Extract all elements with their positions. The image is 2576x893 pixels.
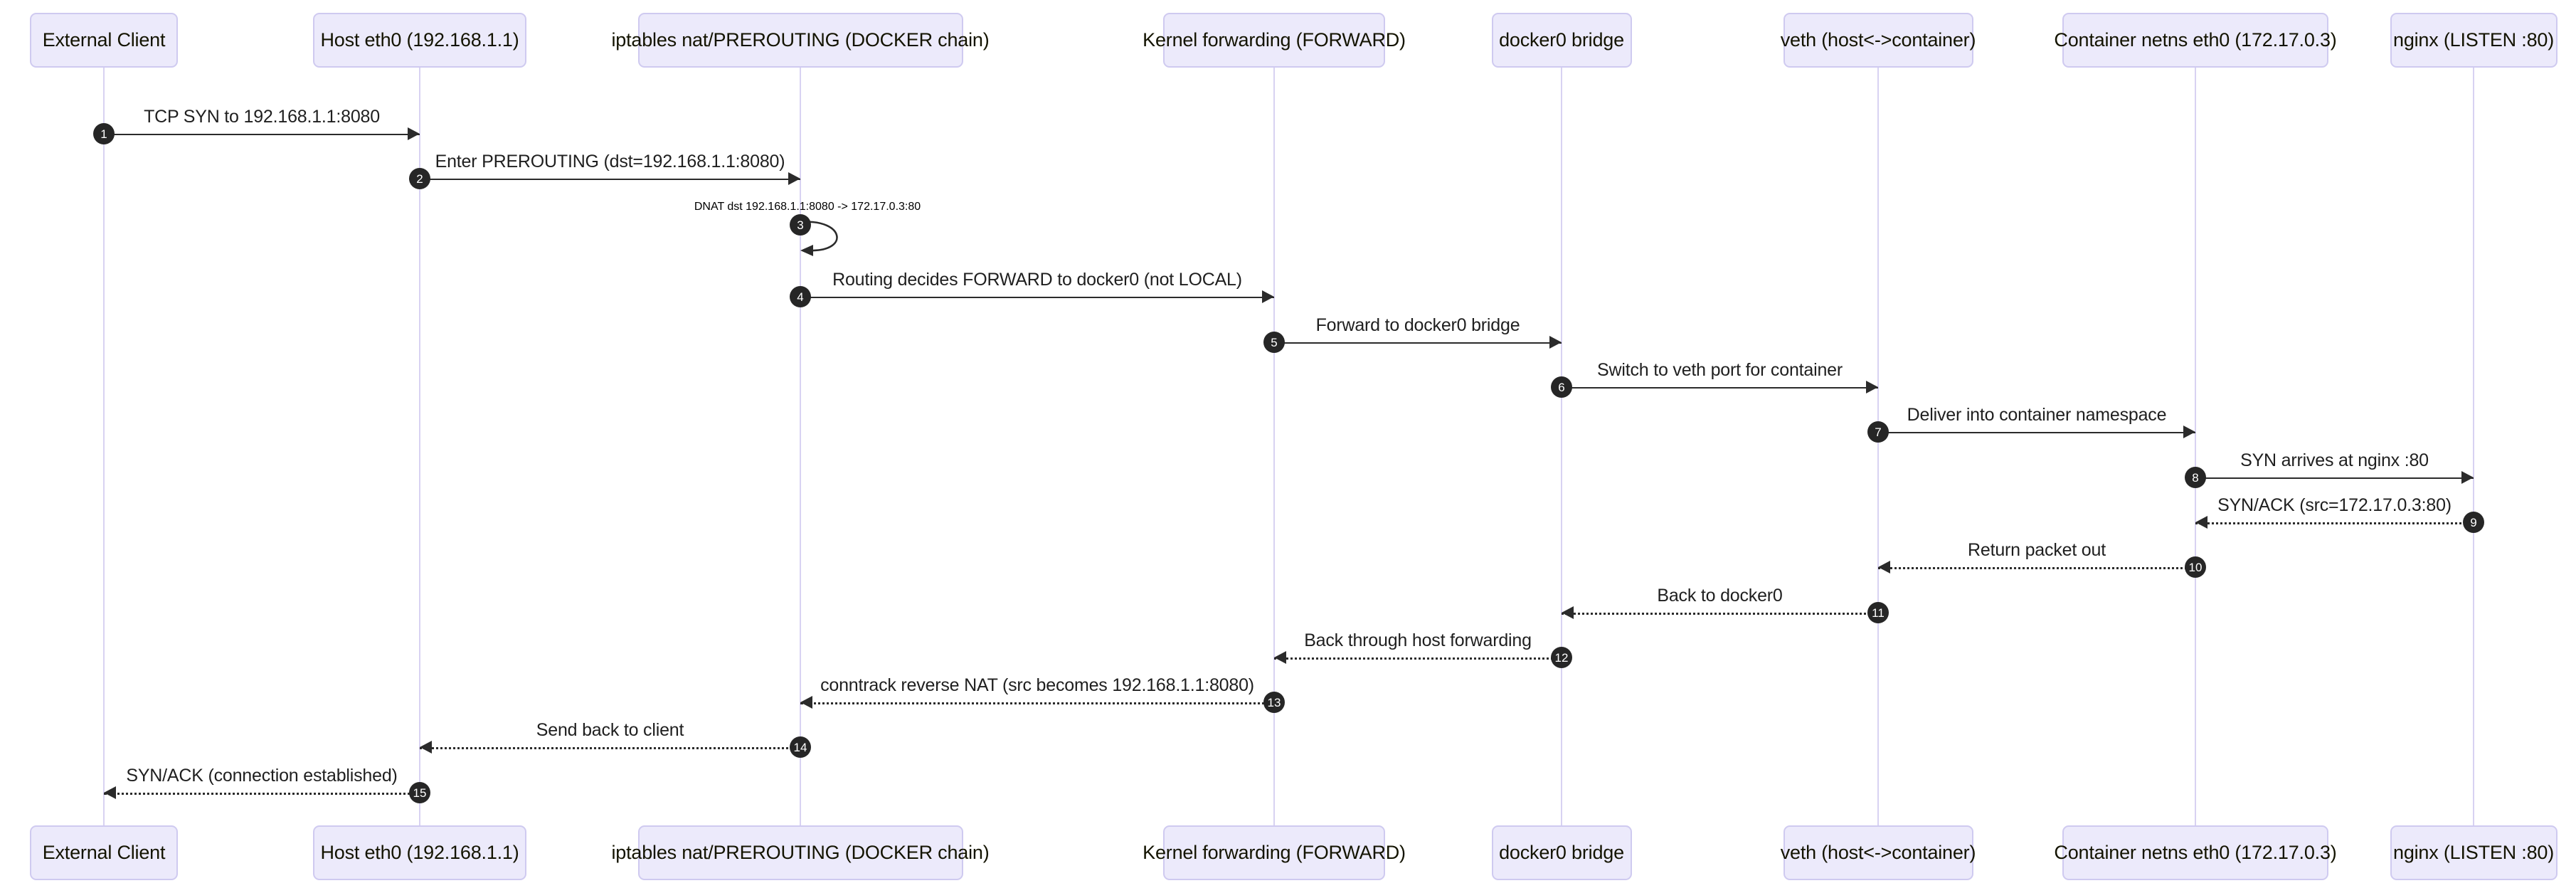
message-11-label: Back to docker0 <box>1657 586 1783 606</box>
arrow-line <box>104 793 420 795</box>
lifeline-client <box>102 68 105 825</box>
arrow-line <box>2195 522 2474 524</box>
arrow-line <box>104 134 420 135</box>
participant-box-bottom-docker0[interactable]: docker0 bridge <box>1491 825 1632 880</box>
participant-label: iptables nat/PREROUTING (DOCKER chain) <box>611 842 990 863</box>
arrow-line <box>800 297 1274 298</box>
lifeline-nginx <box>2472 68 2475 825</box>
arrow-line <box>420 747 800 749</box>
participant-label: Host eth0 (192.168.1.1) <box>320 842 519 863</box>
arrow-head <box>2183 425 2195 438</box>
participant-label: nginx (LISTEN :80) <box>2393 29 2554 51</box>
arrow-head <box>800 695 812 709</box>
sequence-number-5: 5 <box>1263 332 1285 353</box>
arrow-head <box>2195 515 2207 529</box>
participant-box-bottom-forward[interactable]: Kernel forwarding (FORWARD) <box>1143 825 1406 880</box>
participant-label: Kernel forwarding (FORWARD) <box>1143 842 1406 863</box>
arrow-head <box>1262 290 1274 303</box>
arrow-head <box>788 171 800 185</box>
participant-box-top-netns[interactable]: Container netns eth0 (172.17.0.3) <box>2054 13 2337 68</box>
participant-box-bottom-client[interactable]: External Client <box>30 825 178 880</box>
sequence-number-12: 12 <box>1551 647 1572 668</box>
sequence-number-11: 11 <box>1867 602 1889 623</box>
participant-label: iptables nat/PREROUTING (DOCKER chain) <box>611 29 990 51</box>
lifeline-veth <box>1877 68 1880 825</box>
arrow-head <box>420 740 432 754</box>
lifeline-netns <box>2194 68 2197 825</box>
arrow-head <box>1549 335 1562 349</box>
sequence-number-1: 1 <box>93 123 115 144</box>
participant-box-top-docker0[interactable]: docker0 bridge <box>1491 13 1632 68</box>
arrow-line <box>1562 613 1878 615</box>
arrow-line <box>1274 342 1562 344</box>
participant-box-top-iptables[interactable]: iptables nat/PREROUTING (DOCKER chain) <box>611 13 990 68</box>
message-5-label: Forward to docker0 bridge <box>1315 315 1520 335</box>
lifeline-forward <box>1273 68 1276 825</box>
arrow-head <box>2461 470 2474 484</box>
message-7-label: Deliver into container namespace <box>1907 405 2167 425</box>
participant-label: Container netns eth0 (172.17.0.3) <box>2054 842 2337 863</box>
message-4-label: Routing decides FORWARD to docker0 (not … <box>832 270 1242 290</box>
participant-box-bottom-netns[interactable]: Container netns eth0 (172.17.0.3) <box>2054 825 2337 880</box>
message-14-label: Send back to client <box>536 720 684 740</box>
sequence-number-7: 7 <box>1867 421 1889 443</box>
arrow-head <box>1562 606 1574 619</box>
sequence-number-13: 13 <box>1263 692 1285 713</box>
sequence-number-10: 10 <box>2185 556 2206 578</box>
message-6-label: Switch to veth port for container <box>1597 360 1843 380</box>
participant-label: docker0 bridge <box>1499 29 1624 51</box>
participant-label: Kernel forwarding (FORWARD) <box>1143 29 1406 51</box>
arrow-head <box>104 786 116 799</box>
participant-box-bottom-veth[interactable]: veth (host<->container) <box>1780 825 1976 880</box>
participant-label: External Client <box>42 842 166 863</box>
message-13-label: conntrack reverse NAT (src becomes 192.1… <box>820 675 1254 695</box>
participant-box-top-forward[interactable]: Kernel forwarding (FORWARD) <box>1143 13 1406 68</box>
arrow-line <box>1274 657 1562 660</box>
arrow-line <box>800 702 1274 704</box>
arrow-head <box>1274 650 1286 664</box>
arrow-line <box>1562 387 1878 389</box>
participant-label: veth (host<->container) <box>1780 29 1976 51</box>
participant-box-bottom-iptables[interactable]: iptables nat/PREROUTING (DOCKER chain) <box>611 825 990 880</box>
message-15-label: SYN/ACK (connection established) <box>126 766 398 786</box>
arrow-head <box>1866 380 1878 393</box>
participant-box-bottom-hosteth0[interactable]: Host eth0 (192.168.1.1) <box>313 825 526 880</box>
arrow-line <box>1878 432 2195 433</box>
participant-box-top-client[interactable]: External Client <box>30 13 178 68</box>
participant-label: veth (host<->container) <box>1780 842 1976 863</box>
message-3-label: DNAT dst 192.168.1.1:8080 -> 172.17.0.3:… <box>694 201 921 213</box>
participant-label: External Client <box>42 29 166 51</box>
message-2-label: Enter PREROUTING (dst=192.168.1.1:8080) <box>435 152 785 171</box>
sequence-number-6: 6 <box>1551 376 1572 398</box>
participant-label: nginx (LISTEN :80) <box>2393 842 2554 863</box>
message-1-label: TCP SYN to 192.168.1.1:8080 <box>144 107 380 127</box>
message-10-label: Return packet out <box>1968 540 2106 560</box>
arrow-line <box>1878 567 2195 569</box>
lifeline-hosteth0 <box>418 68 421 825</box>
arrow-line <box>2195 477 2474 479</box>
message-8-label: SYN arrives at nginx :80 <box>2240 450 2429 470</box>
sequence-number-14: 14 <box>790 736 811 758</box>
participant-box-top-nginx[interactable]: nginx (LISTEN :80) <box>2390 13 2558 68</box>
sequence-number-4: 4 <box>790 286 811 307</box>
lifeline-docker0 <box>1560 68 1563 825</box>
sequence-number-9: 9 <box>2463 512 2484 533</box>
participant-label: Host eth0 (192.168.1.1) <box>320 29 519 51</box>
sequence-number-3: 3 <box>790 214 811 236</box>
participant-label: Container netns eth0 (172.17.0.3) <box>2054 29 2337 51</box>
participant-box-bottom-nginx[interactable]: nginx (LISTEN :80) <box>2390 825 2558 880</box>
sequence-number-2: 2 <box>409 168 430 189</box>
message-9-label: SYN/ACK (src=172.17.0.3:80) <box>2217 495 2452 515</box>
participant-label: docker0 bridge <box>1499 842 1624 863</box>
lifeline-iptables <box>799 68 802 825</box>
message-3-selfloop <box>800 218 864 258</box>
sequence-number-15: 15 <box>409 782 430 803</box>
arrow-head <box>408 127 420 140</box>
arrow-line <box>420 179 800 180</box>
participant-box-top-veth[interactable]: veth (host<->container) <box>1780 13 1976 68</box>
sequence-number-8: 8 <box>2185 467 2206 488</box>
participant-box-top-hosteth0[interactable]: Host eth0 (192.168.1.1) <box>313 13 526 68</box>
message-12-label: Back through host forwarding <box>1304 630 1532 650</box>
arrow-head <box>1878 560 1890 574</box>
